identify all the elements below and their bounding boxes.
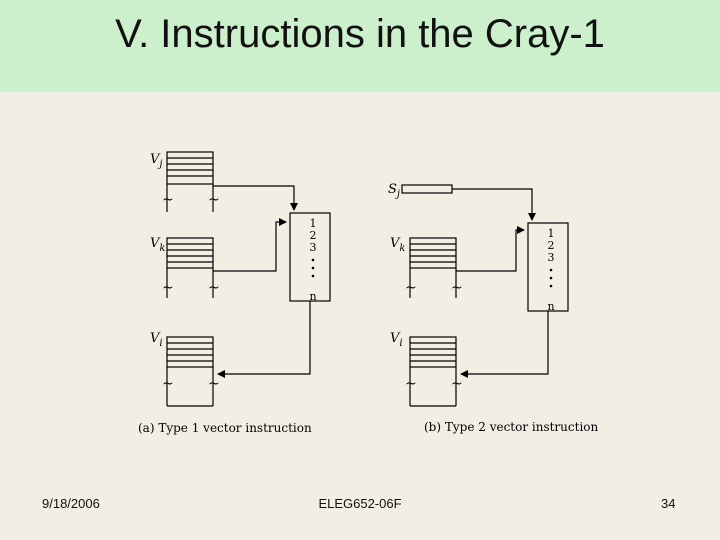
type2-pipeline-dots [549, 268, 553, 288]
type1-pipeline-dots [311, 258, 315, 278]
title-bar: V. Instructions in the Cray-1 [0, 0, 720, 92]
type2-sj-register [401, 184, 453, 194]
type1-stage-1: 1 [310, 217, 317, 230]
type2-sj-label: Sj [388, 182, 400, 200]
svg-text:~: ~ [162, 192, 174, 208]
svg-text:~: ~ [451, 376, 463, 392]
type1-vj-label: Vj [150, 152, 163, 170]
type1-stage-3: 3 [310, 241, 317, 254]
type2-vi-register [409, 336, 457, 407]
svg-text:~: ~ [451, 280, 463, 296]
svg-text:~: ~ [208, 376, 220, 392]
type1-stage-n: n [309, 290, 316, 303]
type2-vk-connector [456, 226, 525, 272]
type2-vk-register [409, 237, 457, 298]
type1-tilde-marks: ~ ~ ~ ~ ~ ~ [162, 192, 220, 392]
type1-vk-label: Vk [150, 236, 165, 254]
footer-page-number: 34 [661, 496, 676, 511]
type2-stage-3: 3 [548, 251, 555, 264]
type1-vk-connector [213, 218, 287, 272]
type2-diagram [401, 184, 569, 407]
type1-vi-label: Vi [150, 331, 163, 349]
type2-stage-n: n [547, 300, 554, 313]
svg-text:~: ~ [208, 192, 220, 208]
type2-vi-label: Vi [390, 331, 403, 349]
svg-text:~: ~ [162, 376, 174, 392]
type1-vj-register [166, 151, 214, 212]
type1-vj-connector [213, 185, 298, 211]
type1-vi-register [166, 336, 214, 407]
slide-title: V. Instructions in the Cray-1 [115, 12, 605, 56]
background-watermark [0, 92, 720, 540]
type1-diagram [166, 151, 331, 407]
type1-vk-register [166, 237, 214, 298]
footer-course: ELEG652-06F [318, 496, 402, 511]
type2-stage-1: 1 [548, 227, 555, 240]
type1-stage-2: 2 [310, 229, 317, 242]
type2-vi-connector [460, 311, 549, 378]
svg-text:~: ~ [208, 280, 220, 296]
type2-caption: (b) Type 2 vector instruction [424, 420, 599, 434]
type2-stage-2: 2 [548, 239, 555, 252]
type2-tilde-marks: ~ ~ ~ ~ [405, 280, 463, 392]
svg-text:~: ~ [405, 280, 417, 296]
type1-vi-connector [217, 301, 311, 378]
type1-caption: (a) Type 1 vector instruction [138, 421, 312, 435]
footer-date: 9/18/2006 [42, 496, 100, 511]
svg-text:~: ~ [405, 376, 417, 392]
type2-vk-label: Vk [390, 236, 405, 254]
svg-text:~: ~ [162, 280, 174, 296]
type2-sj-connector [452, 188, 536, 221]
